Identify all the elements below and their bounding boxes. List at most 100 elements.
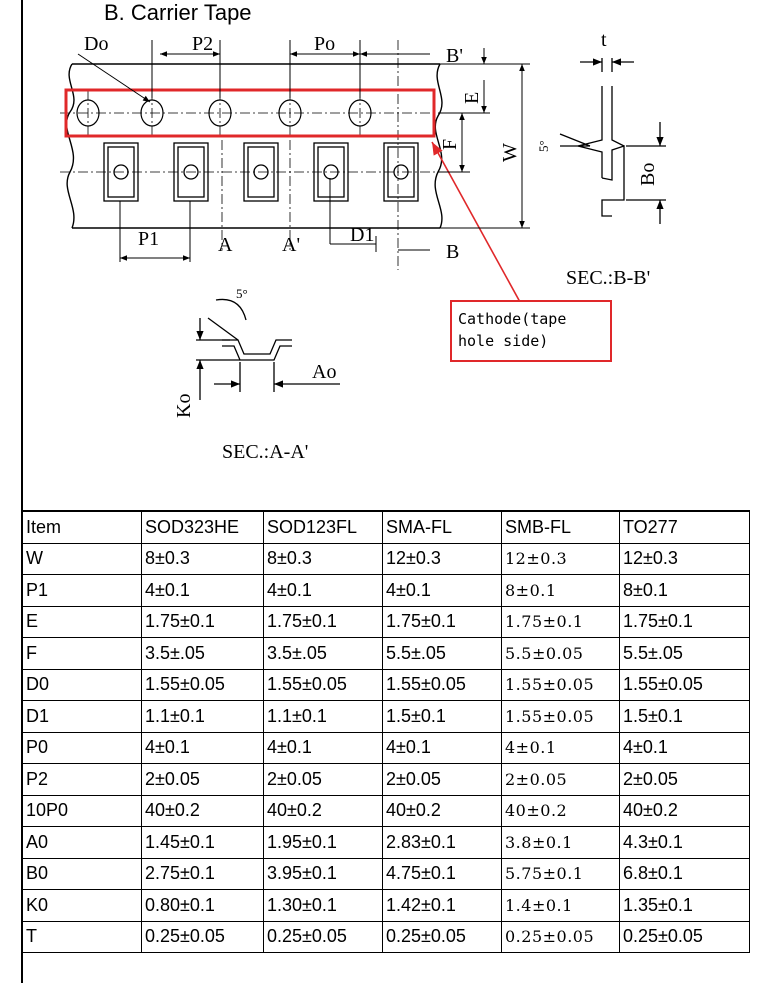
component-pockets bbox=[103, 142, 419, 202]
table-cell: 1.55±0.05 bbox=[501, 668, 620, 701]
table-cell: 40±0.2 bbox=[141, 794, 264, 827]
table-header-cell: SOD323HE bbox=[141, 510, 264, 544]
table-cell: 8±0.3 bbox=[263, 542, 383, 575]
table-cell: 0.25±0.05 bbox=[619, 920, 750, 953]
table-cell: 8±0.1 bbox=[619, 574, 750, 607]
table-cell: 1.75±0.1 bbox=[619, 605, 750, 638]
table-cell: 5.5±.05 bbox=[382, 637, 502, 670]
table-cell: 1.42±0.1 bbox=[382, 889, 502, 922]
cathode-callout: Cathode(tape hole side) bbox=[450, 300, 612, 362]
table-cell: 1.35±0.1 bbox=[619, 889, 750, 922]
table-cell: 4±0.1 bbox=[619, 731, 750, 764]
table-cell: 2±0.05 bbox=[501, 763, 620, 796]
table-header-cell: SMA-FL bbox=[382, 510, 502, 544]
table-cell: 2±0.05 bbox=[382, 763, 502, 796]
table-cell: 40±0.2 bbox=[619, 794, 750, 827]
table-row-label: D0 bbox=[22, 668, 142, 701]
table-cell: 3.95±0.1 bbox=[263, 857, 383, 890]
table-header-cell: TO277 bbox=[619, 510, 750, 544]
callout-line-1: Cathode(tape bbox=[458, 310, 567, 328]
table-cell: 4±0.1 bbox=[501, 731, 620, 764]
table-cell: 2±0.05 bbox=[619, 763, 750, 796]
cathode-pointer-arrow bbox=[431, 141, 521, 303]
table-cell: 5.5±.05 bbox=[619, 637, 750, 670]
table-cell: 1.95±0.1 bbox=[263, 826, 383, 859]
table-cell: 4±0.1 bbox=[141, 574, 264, 607]
table-cell: 6.8±0.1 bbox=[619, 857, 750, 890]
table-cell: 3.8±0.1 bbox=[501, 826, 620, 859]
table-cell: 0.25±0.05 bbox=[263, 920, 383, 953]
table-cell: 1.55±0.05 bbox=[501, 700, 620, 733]
table-cell: 2.75±0.1 bbox=[141, 857, 264, 890]
table-cell: 1.55±0.05 bbox=[141, 668, 264, 701]
page-left-border bbox=[21, 0, 23, 983]
table-cell: 4±0.1 bbox=[141, 731, 264, 764]
label-b-prime: B' bbox=[446, 45, 463, 67]
table-cell: 4±0.1 bbox=[382, 731, 502, 764]
table-cell: 1.55±0.05 bbox=[619, 668, 750, 701]
table-row-label: P2 bbox=[22, 763, 142, 796]
section-title: B. Carrier Tape bbox=[104, 0, 252, 25]
table-row-label: W bbox=[22, 542, 142, 575]
table-cell: 40±0.2 bbox=[501, 794, 620, 827]
center-lines bbox=[60, 40, 448, 270]
label-po: Po bbox=[314, 33, 335, 55]
table-row-label: P0 bbox=[22, 731, 142, 764]
table-cell: 1.1±0.1 bbox=[141, 700, 264, 733]
label-b: B bbox=[446, 241, 459, 263]
table-cell: 8±0.1 bbox=[501, 574, 620, 607]
label-a-prime: A' bbox=[282, 234, 300, 256]
label-w: W bbox=[499, 143, 521, 162]
table-cell: 4.3±0.1 bbox=[619, 826, 750, 859]
table-row-label: B0 bbox=[22, 857, 142, 890]
table-cell: 1.75±0.1 bbox=[141, 605, 264, 638]
carrier-tape-diagram: Do P2 Po B' B t P1 A A' D1 Ao SEC.:B-B' … bbox=[60, 29, 666, 463]
table-cell: 1.45±0.1 bbox=[141, 826, 264, 859]
table-cell: 4±0.1 bbox=[263, 574, 383, 607]
label-f: F bbox=[439, 139, 461, 150]
table-cell: 4.75±0.1 bbox=[382, 857, 502, 890]
label-p1: P1 bbox=[138, 228, 159, 250]
table-cell: 0.25±0.05 bbox=[501, 920, 620, 953]
bottom-dimensions bbox=[119, 178, 377, 262]
label-a: A bbox=[218, 234, 233, 256]
table-cell: 0.80±0.1 bbox=[141, 889, 264, 922]
table-cell: 5.5±0.05 bbox=[501, 637, 620, 670]
table-row-label: 10P0 bbox=[22, 794, 142, 827]
cathode-highlight-box bbox=[64, 88, 436, 138]
table-cell: 1.30±0.1 bbox=[263, 889, 383, 922]
table-cell: 40±0.2 bbox=[382, 794, 502, 827]
sprocket-holes bbox=[76, 99, 372, 127]
table-row-label: K0 bbox=[22, 889, 142, 922]
table-cell: 1.55±0.05 bbox=[263, 668, 383, 701]
section-aa-profile bbox=[196, 298, 340, 400]
label-bo: Bo bbox=[637, 163, 659, 186]
label-five-deg-aa: 5° bbox=[236, 286, 248, 301]
label-five-deg-bb: 5° bbox=[536, 140, 551, 152]
table-row-label: P1 bbox=[22, 574, 142, 607]
table-cell: 12±0.3 bbox=[382, 542, 502, 575]
table-cell: 40±0.2 bbox=[263, 794, 383, 827]
label-do: Do bbox=[84, 33, 108, 55]
table-cell: 1.5±0.1 bbox=[619, 700, 750, 733]
table-cell: 1.75±0.1 bbox=[501, 605, 620, 638]
table-header-cell: Item bbox=[22, 510, 142, 544]
table-cell: 8±0.3 bbox=[141, 542, 264, 575]
label-t: t bbox=[601, 29, 607, 51]
table-cell: 2.83±0.1 bbox=[382, 826, 502, 859]
label-e: E bbox=[461, 92, 483, 104]
table-cell: 0.25±0.05 bbox=[382, 920, 502, 953]
table-row-label: F bbox=[22, 637, 142, 670]
